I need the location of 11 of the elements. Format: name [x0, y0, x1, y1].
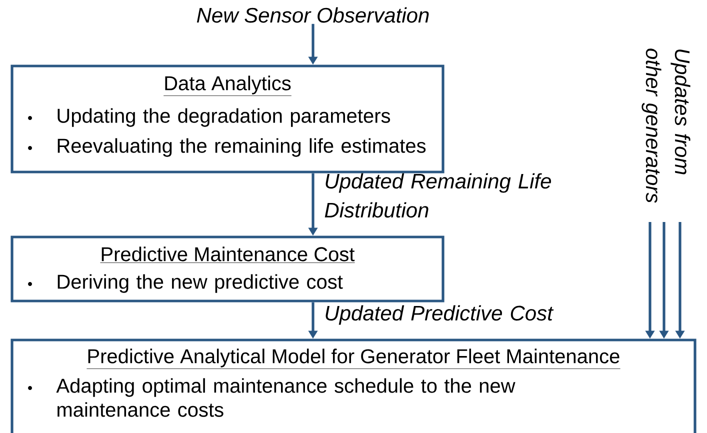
box-heading: Predictive Analytical Model for Generator Fleet Maintenance	[86, 348, 620, 369]
box-heading: Data Analytics	[163, 76, 292, 96]
bullet-item: Updating the degradation parameters	[28, 108, 390, 127]
input-label: New Sensor Observation	[196, 7, 429, 23]
source-label: Updates from other generators	[642, 48, 690, 203]
bullet-item: Adapting optimal maintenance schedule to the new maintenance costs	[28, 378, 516, 417]
edge-label: Updated Predictive Cost	[326, 305, 554, 325]
bullet-item: Deriving the new predictive cost	[28, 274, 343, 293]
bullet-item: Reevaluating the remaining life estimates	[28, 138, 426, 157]
box-heading: Predictive Maintenance Cost	[100, 246, 355, 263]
edge-label: Updated Remaining Life Distribution	[324, 173, 551, 218]
